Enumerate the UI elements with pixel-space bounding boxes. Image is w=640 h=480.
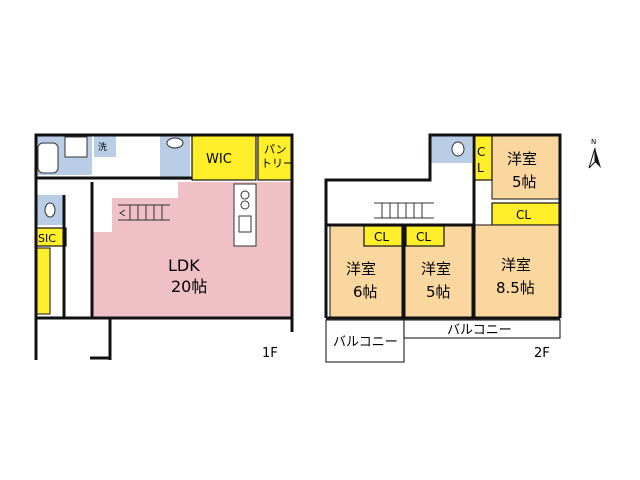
room-d-name: 洋室 <box>507 150 537 168</box>
room-d <box>491 134 561 200</box>
room-b-name: 洋室 <box>421 260 451 278</box>
toilet-2f <box>430 135 472 163</box>
balcony-left-label: バルコニー <box>333 335 398 350</box>
room-c-size: 8.5帖 <box>496 279 535 297</box>
room-c <box>473 224 561 319</box>
sic-label: SIC <box>38 232 56 245</box>
stairs-1f <box>118 204 170 221</box>
room-a-size: 6帖 <box>353 283 378 301</box>
balcony-left <box>325 319 405 363</box>
stove-icon-2 <box>240 200 250 210</box>
room-c-name: 洋室 <box>501 256 531 274</box>
room-d-closet-label-2: L <box>477 161 484 175</box>
ldk-room <box>92 182 292 318</box>
shoe-storage <box>35 247 51 315</box>
ldk-size: 20帖 <box>171 277 207 296</box>
laundry-space <box>94 135 116 157</box>
toilet-icon-2 <box>44 202 56 218</box>
room-b-closet-label: CL <box>416 230 431 244</box>
pantry-label-line2: トリー <box>261 157 294 170</box>
stairs-2f <box>374 202 434 219</box>
wic-label: WIC <box>206 152 232 167</box>
room-c-closet-label: CL <box>516 208 531 222</box>
north-arrow-compass-icon: N <box>588 138 601 169</box>
room-d-closet-label-1: C <box>477 145 485 159</box>
floor-1-label: 1F <box>262 346 278 361</box>
stove-icon <box>240 190 250 200</box>
svg-text:N: N <box>591 138 596 146</box>
ldk-name: LDK <box>168 256 200 275</box>
toilet-icon-2f <box>451 141 465 157</box>
laundry-label: 洗 <box>98 141 107 153</box>
pantry-label-line1: パン <box>264 143 287 156</box>
toilet-icon <box>166 137 184 149</box>
kitchen-sink-icon <box>238 215 252 233</box>
room-a-name: 洋室 <box>346 260 376 278</box>
kitchen-counter <box>233 183 257 247</box>
bathtub-icon <box>37 142 59 174</box>
balcony-right-label: バルコニー <box>447 323 512 338</box>
balcony-right <box>403 319 561 339</box>
room-b-size: 5帖 <box>426 283 451 301</box>
room-d-size: 5帖 <box>512 173 537 191</box>
room-a-closet-label: CL <box>374 230 389 244</box>
floor-2: C L 洋室 5帖 CL 洋室 8.5帖 CL 洋室 5帖 CL 洋室 6帖 <box>324 133 562 363</box>
walls-1f <box>34 133 294 360</box>
floor-2-label: 2F <box>534 346 550 361</box>
sink-icon <box>64 136 88 158</box>
floor-1: 洗 WIC パン トリー LDK 20帖 <box>34 133 294 361</box>
walls-2f <box>324 133 562 320</box>
